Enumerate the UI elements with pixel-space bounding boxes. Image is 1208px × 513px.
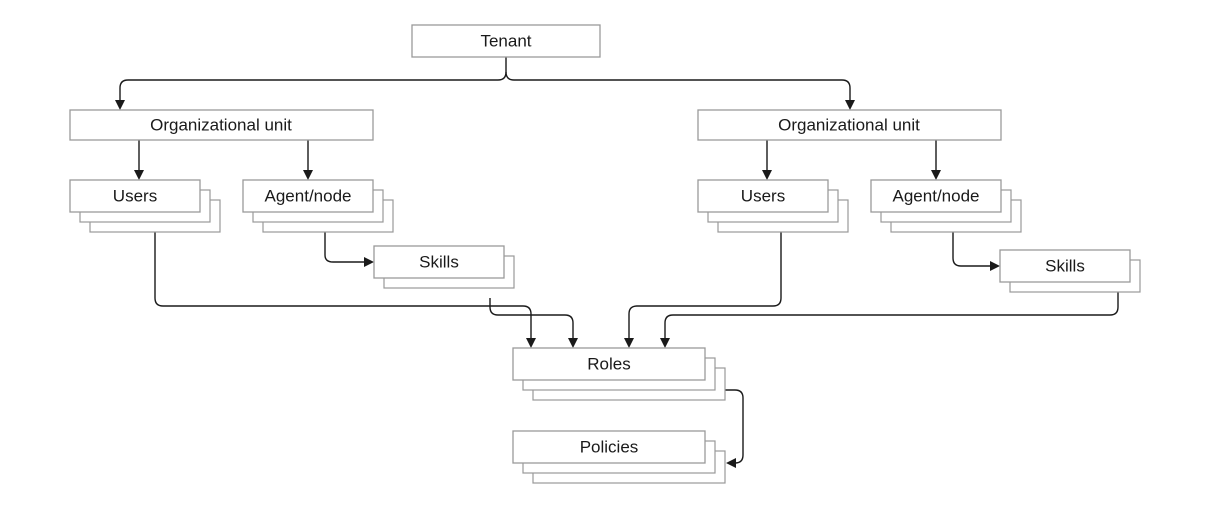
node-tenant[interactable]: Tenant [411,24,601,58]
edge-tenant-to-org-units [119,57,507,103]
node-org-unit-left-label: Organizational unit [150,115,292,134]
edge-users-right-to-roles [628,232,782,341]
arrowhead-roles-1 [526,338,536,348]
edge-roles-to-policies [725,389,744,464]
node-users-left-label: Users [113,186,157,205]
node-roles-box [512,347,706,381]
edge-tenant-to-org-unit-right [505,71,851,103]
node-policies-box [512,430,706,464]
node-agent-node-left[interactable]: Agent/node [242,179,394,233]
node-roles-label: Roles [587,354,630,373]
node-org-unit-right-label: Organizational unit [778,115,920,134]
node-skills-right[interactable]: Skills [999,249,1141,293]
arrowhead-roles-4 [660,338,670,348]
node-org-unit-right-box [697,109,1002,141]
edge-skills-left-to-roles [489,298,574,341]
node-agent-node-right-label: Agent/node [893,186,980,205]
arrowhead-roles-3 [624,338,634,348]
node-tenant-label: Tenant [480,31,531,50]
arrowhead-org-unit-right [845,100,855,110]
node-policies-label: Policies [580,437,639,456]
node-skills-left-label: Skills [419,252,459,271]
node-roles[interactable]: Roles [512,347,726,401]
node-skills-left-box [373,245,505,279]
node-agent-node-right-box [870,179,1002,213]
edge-agent-right-to-skills-right [952,232,993,267]
node-skills-right-label: Skills [1045,256,1085,275]
node-users-right-box [697,179,829,213]
arrowhead-users-left [134,170,144,180]
arrowhead-users-right [762,170,772,180]
arrowhead-skills-left [364,257,374,267]
edge-agent-left-to-skills-left [324,232,367,263]
arrowhead-roles-2 [568,338,578,348]
arrowhead-agent-right [931,170,941,180]
node-agent-node-left-box [242,179,374,213]
node-org-unit-right[interactable]: Organizational unit [697,109,1002,141]
node-users-left-box [69,179,201,213]
edge-layer [115,57,1119,468]
node-skills-left[interactable]: Skills [373,245,515,289]
arrowhead-org-unit-left [115,100,125,110]
node-policies[interactable]: Policies [512,430,726,484]
node-users-right-label: Users [741,186,785,205]
arrowhead-skills-right [990,261,1000,271]
node-tenant-box [411,24,601,58]
node-users-right[interactable]: Users [697,179,849,233]
node-org-unit-left[interactable]: Organizational unit [69,109,374,141]
arrowhead-agent-left [303,170,313,180]
node-skills-right-box [999,249,1131,283]
node-agent-node-left-label: Agent/node [265,186,352,205]
node-agent-node-right[interactable]: Agent/node [870,179,1022,233]
arrowhead-policies [726,458,736,468]
node-org-unit-left-box [69,109,374,141]
node-users-left[interactable]: Users [69,179,221,233]
edge-skills-right-to-roles [664,288,1119,341]
edge-users-left-to-roles [154,232,532,341]
